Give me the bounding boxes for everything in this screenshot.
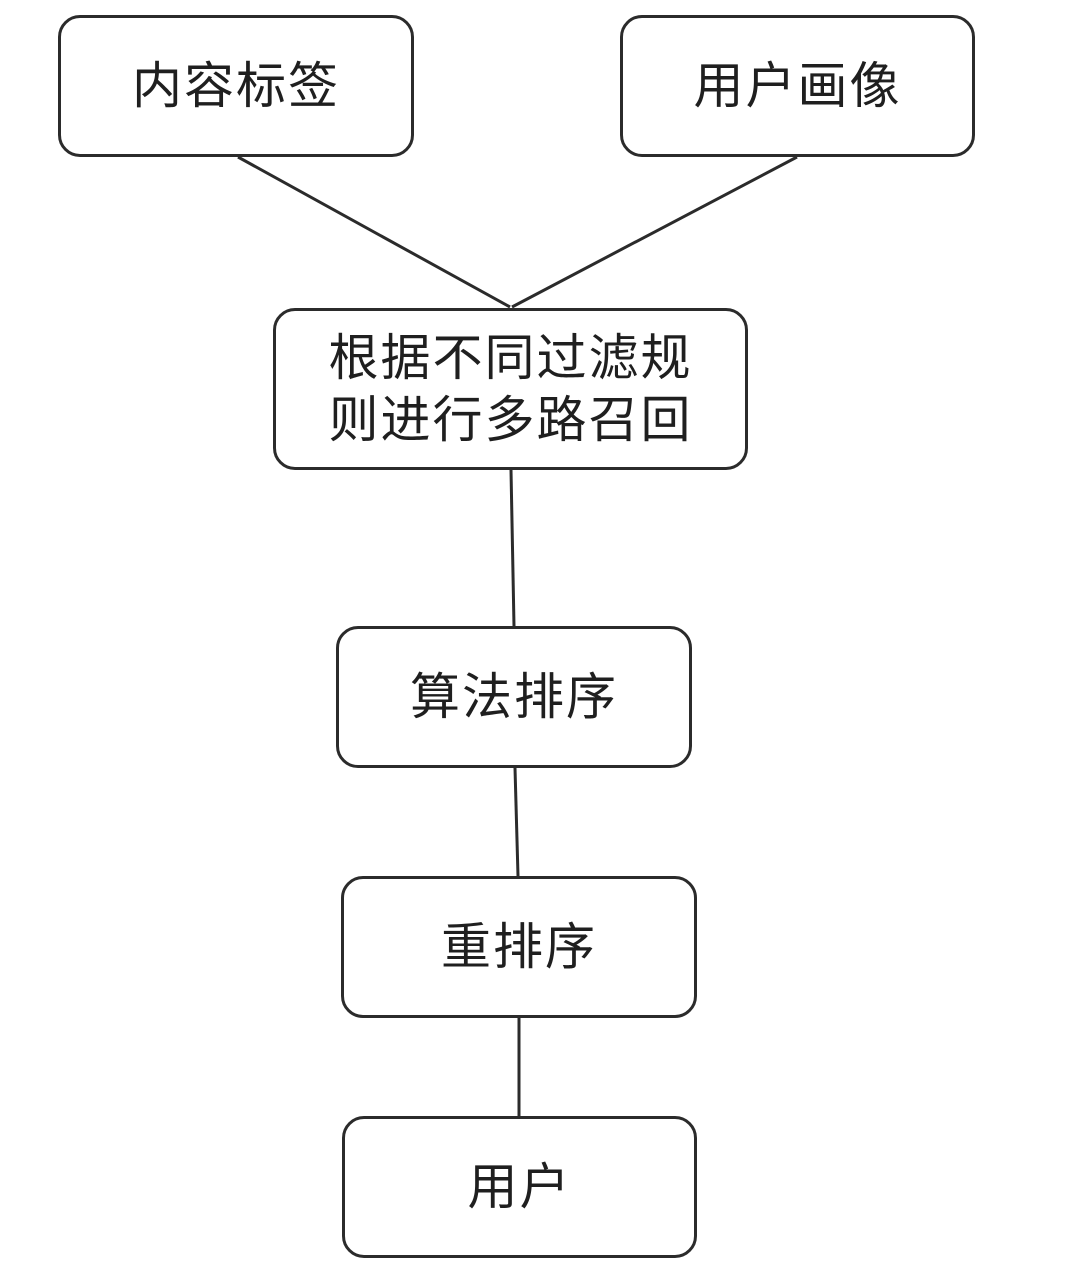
node-user-profile: 用户画像: [620, 15, 975, 157]
node-content-tags: 内容标签: [58, 15, 414, 157]
node-user: 用户: [342, 1116, 697, 1258]
node-user-label: 用户: [467, 1158, 572, 1216]
node-reranking-label: 重排序: [441, 918, 597, 976]
edge-content-tags-to-recall: [237, 155, 511, 309]
edge-user-profile-to-recall: [511, 155, 798, 309]
node-reranking: 重排序: [341, 876, 697, 1018]
node-user-profile-label: 用户画像: [693, 57, 902, 115]
node-algorithm-ranking: 算法排序: [336, 626, 692, 768]
node-content-tags-label: 内容标签: [132, 57, 340, 115]
edge-ranking-to-rerank: [513, 767, 520, 877]
edge-recall-to-ranking: [509, 469, 516, 627]
node-multi-recall: 根据不同过滤规 则进行多路召回: [273, 308, 748, 470]
node-algorithm-ranking-label: 算法排序: [410, 668, 618, 726]
node-multi-recall-label: 根据不同过滤规 则进行多路召回: [328, 329, 693, 449]
